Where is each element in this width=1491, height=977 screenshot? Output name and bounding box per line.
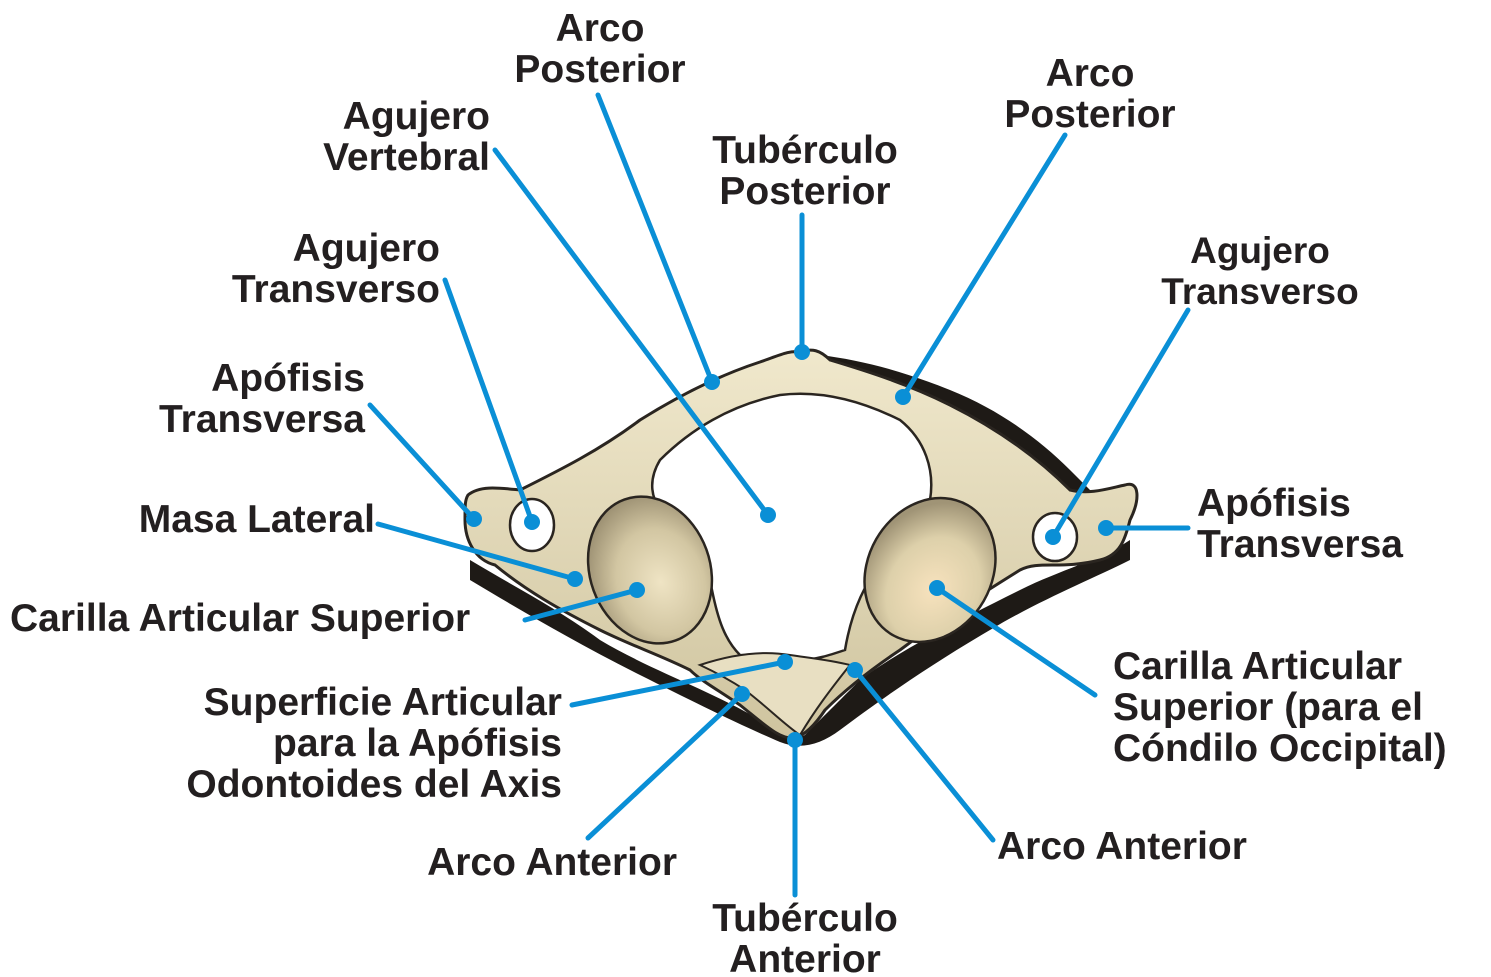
dot-agujero-transverso-izq (524, 514, 540, 530)
leader-arco-posterior-der (903, 135, 1065, 397)
leader-arco-anterior-izq (588, 694, 742, 838)
label-tuberculo-anterior: Tubérculo Anterior (690, 898, 920, 977)
label-carilla-articular-der: Carilla Articular Superior (para el Cónd… (1113, 646, 1488, 769)
label-arco-anterior-izq: Arco Anterior (380, 842, 677, 883)
label-apofisis-transversa-der: Apófisis Transversa (1197, 483, 1447, 565)
label-agujero-vertebral: Agujero Vertebral (270, 96, 490, 178)
dot-carilla-izq (629, 582, 645, 598)
dot-superficie-articular (777, 654, 793, 670)
label-agujero-transverso-der: Agujero Transverso (1135, 230, 1385, 312)
label-apofisis-transversa-izq: Apófisis Transversa (120, 358, 365, 440)
dot-masa-lateral (567, 571, 583, 587)
label-tuberculo-posterior: Tubérculo Posterior (690, 130, 920, 212)
dot-arco-posterior-izq (704, 374, 720, 390)
dot-apofisis-transversa-der (1098, 520, 1114, 536)
label-agujero-transverso-izq: Agujero Transverso (190, 228, 440, 310)
leader-arco-anterior-der (855, 670, 993, 840)
dot-tuberculo-posterior (794, 344, 810, 360)
dot-carilla-der (929, 580, 945, 596)
dot-apofisis-transversa-izq (466, 511, 482, 527)
leader-apofisis-transversa-izq (370, 405, 474, 519)
dot-arco-anterior-izq (734, 686, 750, 702)
dot-tuberculo-anterior (787, 732, 803, 748)
label-carilla-articular-izq: Carilla Articular Superior (10, 598, 530, 639)
label-arco-posterior-der: Arco Posterior (990, 53, 1190, 135)
label-arco-posterior-izq: Arco Posterior (500, 8, 700, 90)
dot-arco-anterior-der (847, 662, 863, 678)
label-masa-lateral: Masa Lateral (95, 499, 375, 540)
dot-agujero-vertebral (760, 507, 776, 523)
label-arco-anterior-der: Arco Anterior (997, 826, 1297, 867)
dot-agujero-transverso-der (1045, 529, 1061, 545)
dot-arco-posterior-der (895, 389, 911, 405)
label-superficie-articular: Superficie Articular para la Apófisis Od… (130, 682, 562, 805)
leader-agujero-transverso-izq (445, 280, 532, 522)
